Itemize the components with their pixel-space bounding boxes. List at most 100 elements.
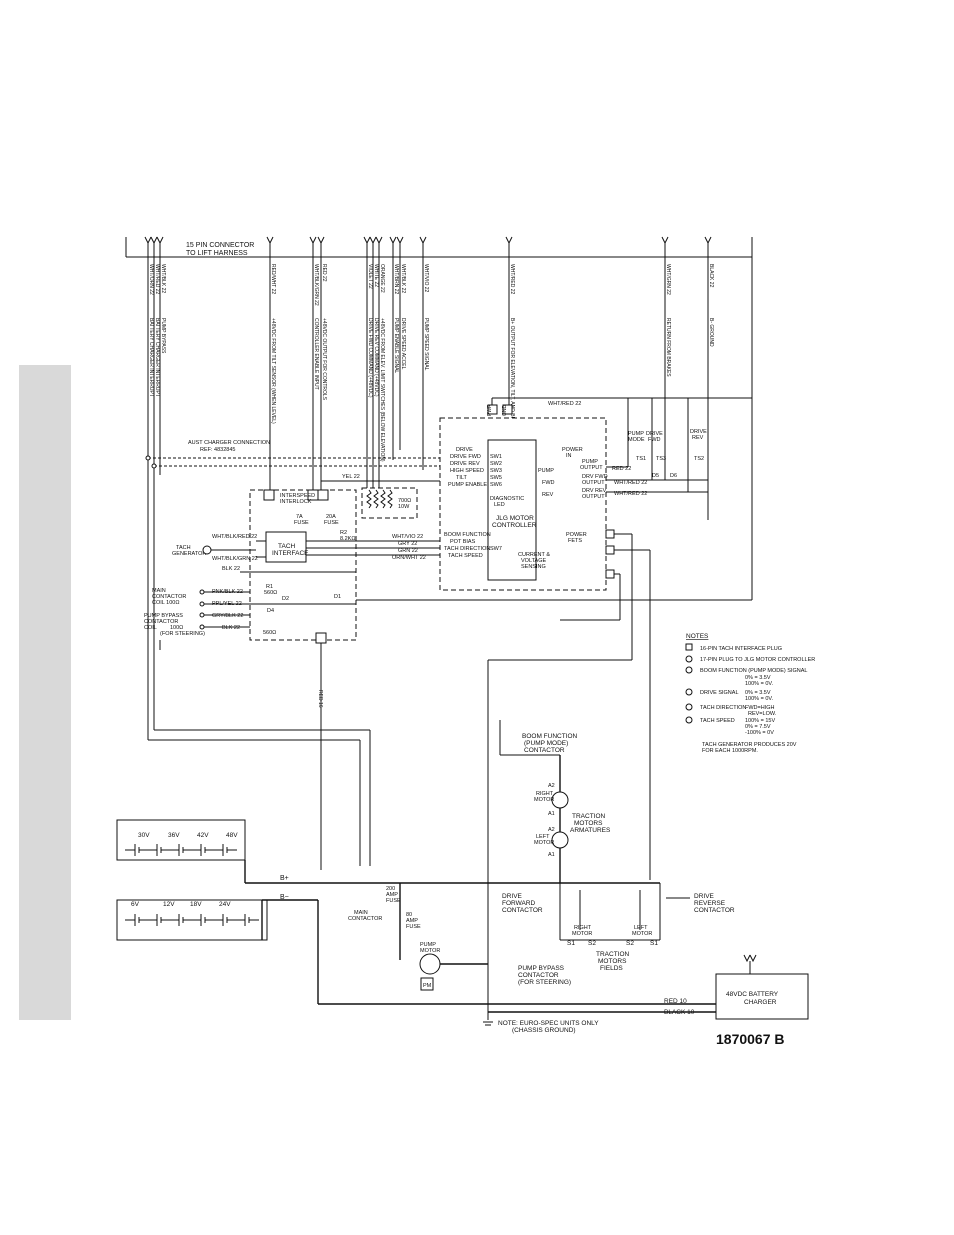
a1-left: A1: [548, 852, 555, 858]
s1-right: S1: [567, 940, 575, 947]
analog-tach-direction: TACH DIRECTION: [444, 546, 490, 552]
drive-rev-contactor-1: DRIVE: [694, 893, 715, 900]
sw7-label: SW7: [490, 546, 502, 552]
power-fets-1: POWER: [566, 532, 587, 538]
pm-label: PM: [423, 983, 432, 989]
drive-fwd-contactor-3: CONTACTOR: [502, 907, 543, 914]
pump-output-label-1: PUMP: [582, 459, 598, 465]
diagnostic-label-2: LED: [494, 502, 505, 508]
field-right-motor-1: RIGHT: [574, 925, 592, 931]
wire-blk: BLK 22: [222, 566, 240, 572]
battery-36v: 36V: [168, 832, 180, 839]
pump-coil-label-1: PUMP BYPASS: [144, 613, 183, 619]
d4-label: D4: [267, 608, 274, 614]
main-coil-label-3: COIL 100Ω: [152, 600, 179, 606]
wire-yel: YEL 22: [342, 474, 360, 480]
charger-label-2: CHARGER: [744, 999, 777, 1006]
drive-rev-relay-3: TS2: [694, 456, 704, 462]
pump-label: PUMP: [538, 468, 554, 474]
note-6-val-3: -100% = 0V: [745, 730, 774, 736]
note-3-val-2: 100% = 0V.: [745, 681, 774, 687]
fields-label-2: MOTORS: [598, 958, 627, 965]
tach-interface-label-2: INTERFACE: [272, 550, 309, 557]
s2-left: S2: [626, 940, 634, 947]
wire-color-10: WHT/BRN 22: [393, 264, 399, 295]
wire-function-14: RETURN FROM BRAKES: [665, 318, 671, 377]
pump-motor-label-1: PUMP: [420, 942, 436, 948]
analog-boom-function: BOOM FUNCTION: [444, 532, 491, 538]
fuse-7a-label-2: FUSE: [294, 520, 309, 526]
wire-function-7: DRIVE FWD COMMAND (+48VDC): [367, 318, 373, 398]
power-section: 30V 36V 42V 48V 6V 12V 18V 24V B+ B− MAI…: [116, 533, 809, 1034]
wire-color-6: RED 22: [321, 264, 327, 282]
pump-bypass-label-1: PUMP BYPASS: [518, 965, 565, 972]
power-in-label-2: IN: [566, 453, 572, 459]
wire-color-7: VIOLET 22: [367, 264, 373, 289]
wire-red-16: RED 16: [317, 690, 323, 708]
note-6-val-2: 0% = 7.5V: [745, 724, 771, 730]
interlock-label-2: INTERLOCK: [280, 499, 312, 505]
b-minus-label: B−: [280, 894, 289, 901]
r2-label-1: R2: [340, 530, 347, 536]
pump-motor-label-2: MOTOR: [420, 948, 440, 954]
note-5-val-2: REV=LOW.: [748, 711, 777, 717]
aust-charger-connection: AUST CHARGER CONNECTION REF: 4832845: [145, 440, 440, 469]
tach-interface-label-1: TACH: [278, 543, 296, 550]
drive-fwd-relay-1: DRIVE: [646, 431, 663, 437]
fields-label-1: TRACTION: [596, 951, 630, 958]
tach-interface-plug: INTERSPEED INTERLOCK TACH INTERFACE 7A F…: [144, 489, 357, 870]
drive-fwd-contactor-1: DRIVE: [502, 893, 523, 900]
pump-mode-label-1: PUMP: [628, 431, 644, 437]
pump-coil-label-3: COIL: [144, 625, 157, 631]
resistor-bank: 700Ω 10W YEL 22: [321, 474, 440, 519]
left-motor-label-2: MOTOR: [534, 840, 554, 846]
main-coil-label-2: CONTACTOR: [152, 594, 186, 600]
drive-fwd-relay-2: FWD: [648, 437, 661, 443]
boom-fn-label-1: BOOM FUNCTION: [522, 733, 578, 740]
wire-function-5: CONTROLLER ENABLE INPUT: [313, 318, 319, 390]
euro-note-1: NOTE: EURO-SPEC UNITS ONLY: [498, 1020, 599, 1027]
field-right-motor-2: MOTOR: [572, 931, 592, 937]
battery-48v: 48V: [226, 832, 238, 839]
wire-orn-wht: ORN/WHT 22: [392, 555, 426, 561]
analog-tach-speed: TACH SPEED: [448, 553, 483, 559]
red-10-label: RED 10: [664, 998, 687, 1005]
input-high-speed: HIGH SPEED: [450, 468, 484, 474]
note-2: 17-PIN PLUG TO JLG MOTOR CONTROLLER: [700, 657, 815, 663]
tach-generator-label-1: TACH: [176, 545, 191, 551]
power-fets-2: FETS: [568, 538, 582, 544]
notes-footer-2: FOR EACH 1000RPM.: [702, 748, 758, 754]
wire-color-11: WHT/BLK 22: [400, 264, 406, 293]
diagnostic-label-1: DIAGNOSTIC: [490, 496, 524, 502]
wire-color-5: WHT/BLK/GRN 22: [313, 264, 319, 306]
fwd-label: FWD: [542, 480, 555, 486]
sw6-label: SW6: [490, 482, 502, 488]
drive-fwd-relay-3: TS3: [656, 456, 666, 462]
jlg-motor-controller: JLG MOTOR CONTROLLER PWR GND DRIVE DRIVE…: [306, 397, 752, 591]
main-contactor-label-1: MAIN: [354, 910, 368, 916]
d1-label: D1: [334, 594, 341, 600]
wire-gry: GRY 22: [398, 541, 417, 547]
note-5-val-1: FWD=HIGH: [745, 705, 775, 711]
wire-function-11: DRIVE SPEED ACCEL: [400, 318, 406, 370]
drv-fwd-label-2: OUTPUT: [582, 480, 605, 486]
rev-label: REV: [542, 492, 554, 498]
relay-coils: PUMP MODE TS1 DRIVE FWD TS3 DRIVE REV TS…: [627, 398, 707, 492]
charger-label-1: 48VDC BATTERY: [726, 991, 779, 998]
wire-color-13: WHT/RED 22: [509, 264, 515, 295]
boom-fn-label-3: CONTACTOR: [524, 747, 565, 754]
current-sensing-1: CURRENT &: [518, 552, 550, 558]
resistor-700-label-2: 10W: [398, 504, 410, 510]
d2-label: D2: [282, 596, 289, 602]
drive-rev-contactor-3: CONTACTOR: [694, 907, 735, 914]
wire-wht-red-fwd: WHT/RED 22: [614, 480, 647, 486]
wire-function-10: PUMP ENABLE SIGNAL: [393, 318, 399, 373]
tach-generator-label-2: GENERATOR: [172, 551, 206, 557]
a2-left: A2: [548, 827, 555, 833]
note-6: TACH SPEED: [700, 718, 735, 724]
wire-wht-blk-grn: WHT/BLK/GRN 22: [212, 556, 258, 562]
wire-wht-red-top: WHT/RED 22: [548, 401, 581, 407]
input-pump-enable: PUMP ENABLE: [448, 482, 487, 488]
connector-subtitle: TO LIFT HARNESS: [186, 250, 248, 257]
wire-color-8: WHITE 22: [373, 264, 379, 287]
